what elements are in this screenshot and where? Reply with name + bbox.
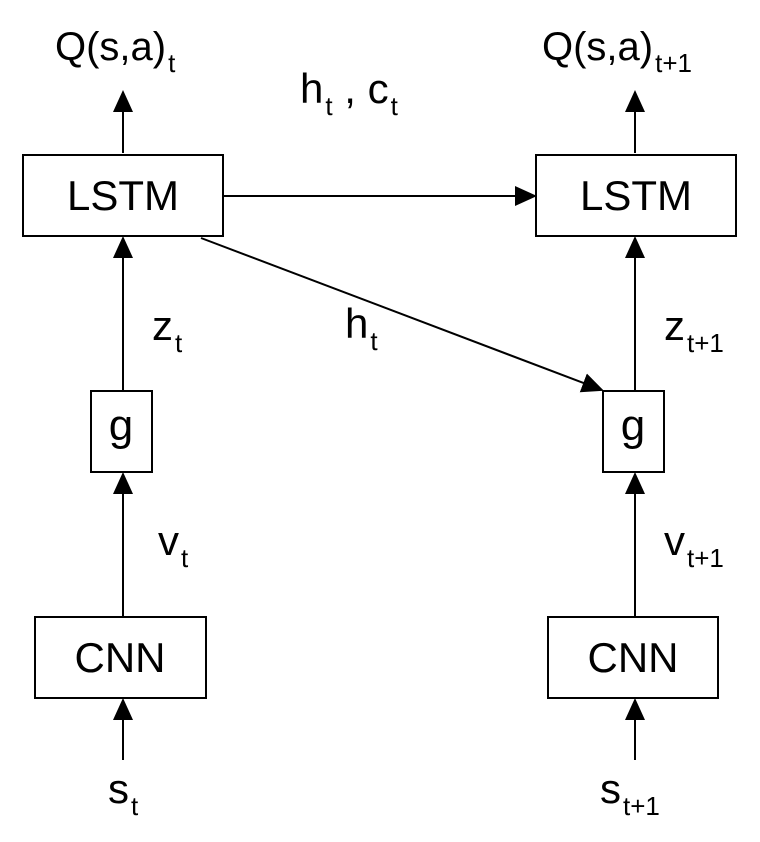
right-lstm-box: LSTM	[535, 154, 737, 237]
right-lstm-label: LSTM	[580, 172, 692, 219]
left-g-label: g	[109, 401, 133, 450]
left-z-label: zt	[152, 302, 183, 358]
left-output-label: Q(s,a)t	[55, 25, 176, 78]
right-output-label: Q(s,a)t+1	[542, 25, 692, 78]
hidden-label: ht	[345, 300, 378, 356]
state-label: ht , ct	[300, 65, 399, 121]
left-s-label: st	[108, 765, 139, 821]
left-lstm-label: LSTM	[67, 172, 179, 219]
left-v-label: vt	[158, 517, 189, 573]
right-g-label: g	[621, 401, 645, 450]
right-cnn-label: CNN	[588, 634, 679, 681]
left-cnn-label: CNN	[75, 634, 166, 681]
right-g-box: g	[602, 390, 665, 473]
left-cnn-box: CNN	[34, 616, 207, 699]
left-g-box: g	[90, 390, 153, 473]
right-s-label: st+1	[600, 765, 660, 821]
left-lstm-box: LSTM	[22, 154, 224, 237]
lstm-to-next-g-arrow	[200, 237, 604, 393]
right-v-label: vt+1	[664, 517, 724, 573]
right-z-label: zt+1	[664, 302, 724, 358]
right-cnn-box: CNN	[547, 616, 719, 699]
